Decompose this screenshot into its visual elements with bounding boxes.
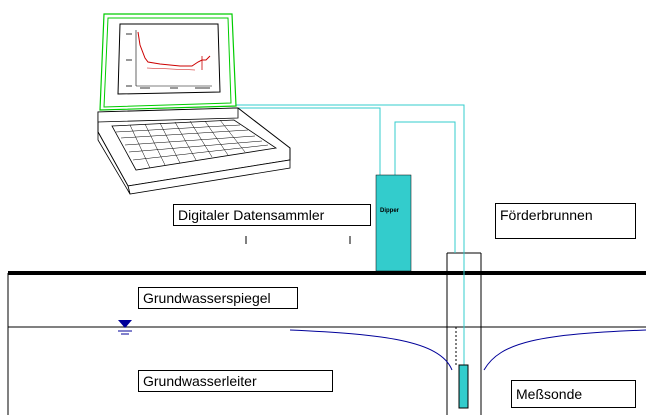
label-messsonde: Meßsonde	[511, 380, 636, 408]
dipper-box	[375, 174, 412, 272]
cable-dipper-to-well	[394, 121, 456, 253]
drawdown-curve-left	[289, 329, 453, 371]
label-digitaler-datensammler: Digitaler Datensammler	[173, 204, 371, 226]
messsonde-probe	[458, 364, 469, 409]
drawdown-curve-right	[483, 329, 646, 371]
label-grundwasserspiegel: Grundwasserspiegel	[138, 287, 298, 309]
water-level-triangle-icon	[118, 320, 132, 335]
label-foerderbrunnen: Förderbrunnen	[495, 203, 636, 239]
label-dipper: Dipper	[380, 208, 400, 214]
label-grundwasserleiter: Grundwasserleiter	[138, 370, 333, 392]
cable-to-sonde	[232, 104, 465, 365]
laptop-icon	[97, 13, 291, 195]
cable-to-dipper	[232, 107, 381, 175]
